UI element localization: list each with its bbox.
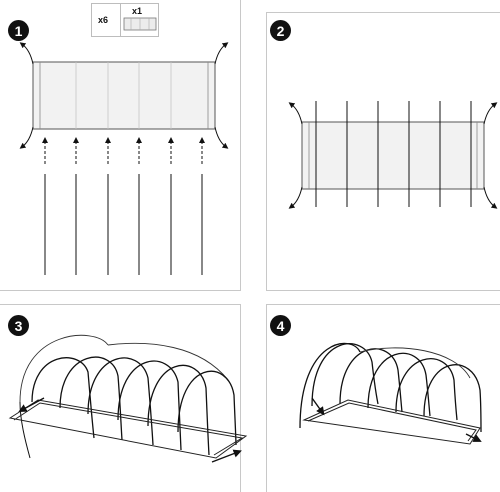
step-4-base-outline	[302, 399, 481, 445]
step-1-poles	[44, 174, 203, 275]
step-2-corner-arrows	[288, 102, 498, 209]
step-4-badge: 4	[270, 315, 291, 336]
cover-roll-icon	[123, 17, 157, 31]
step-1-corner-arrows	[19, 42, 229, 149]
parts-legend: x6 x1	[91, 3, 159, 37]
poles-legend-cell: x6	[92, 4, 121, 36]
poles-count-label: x6	[98, 15, 109, 25]
step-2-poles	[315, 101, 472, 207]
step-1-insert-arrows	[42, 137, 205, 164]
step-3-tension-arrows	[18, 397, 242, 463]
step-2-badge: 2	[270, 20, 291, 41]
step-3-base-outline	[8, 399, 248, 459]
step-4-panel	[266, 304, 500, 492]
cover-legend-cell: x1	[121, 4, 159, 36]
step-1-panel	[0, 0, 241, 291]
step-4-peg-arrows	[311, 397, 482, 442]
step-1-badge: 1	[8, 20, 29, 41]
cover-count-label: x1	[132, 6, 143, 16]
step-2-cover	[301, 121, 485, 190]
step-4-tunnel-frame	[299, 342, 482, 433]
step-3-badge: 3	[8, 315, 29, 336]
step-3-tunnel-frame	[19, 334, 237, 459]
step-1-cover	[32, 61, 216, 130]
